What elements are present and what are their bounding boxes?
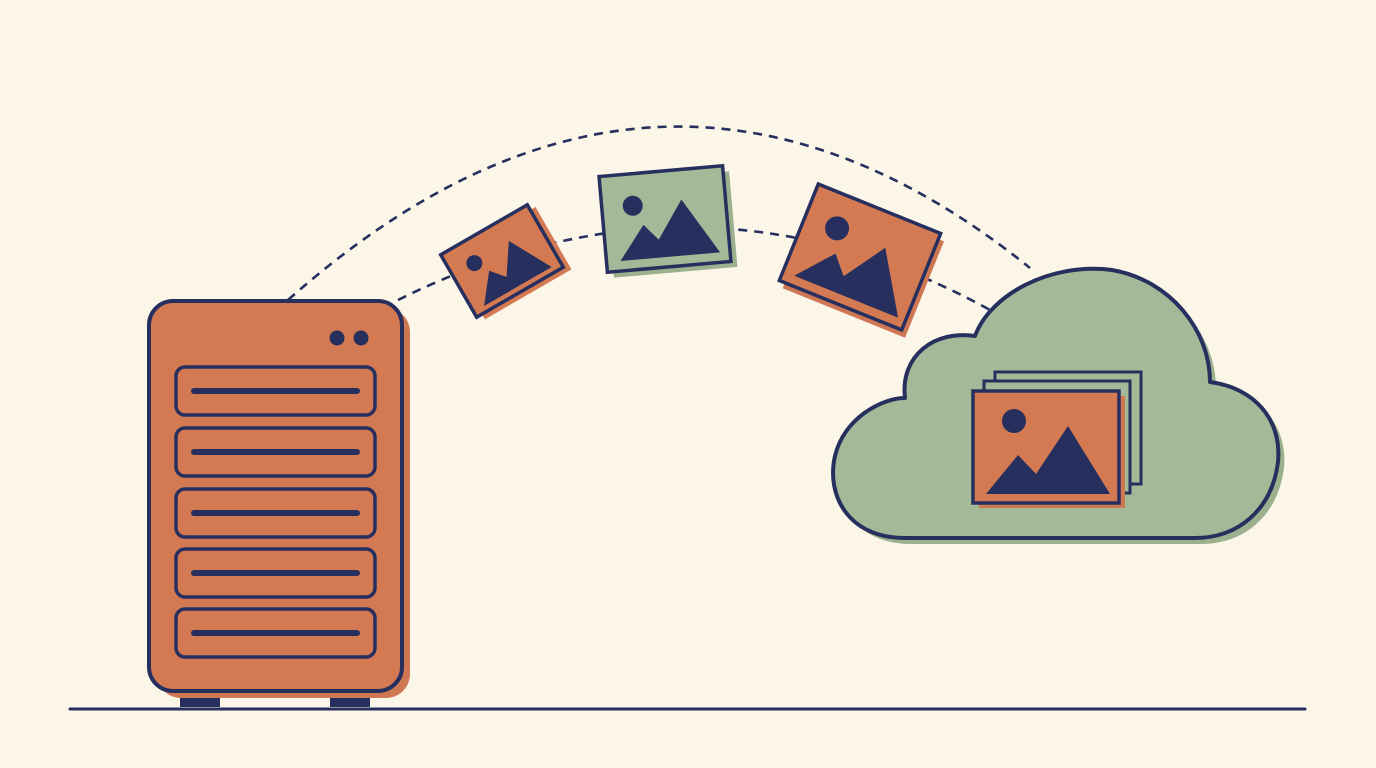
drive-bay xyxy=(174,365,377,417)
sun-icon xyxy=(1002,409,1026,433)
image-icon xyxy=(971,389,1121,505)
sun-icon xyxy=(825,216,850,241)
drive-bay xyxy=(174,487,377,539)
drive-bay xyxy=(174,607,377,659)
cloud-icon xyxy=(831,266,1285,544)
drive-bay xyxy=(174,426,377,478)
image-stack xyxy=(971,370,1143,508)
status-light xyxy=(329,330,345,346)
image-icon xyxy=(438,202,572,320)
drive-bay xyxy=(174,547,377,599)
transfer-path-outer xyxy=(287,125,1031,301)
mountain-icon xyxy=(794,247,899,318)
sun-icon xyxy=(622,195,643,216)
mountain-icon xyxy=(620,199,721,262)
image-icon xyxy=(777,181,944,338)
server-icon xyxy=(147,299,410,707)
image-icon xyxy=(597,163,738,278)
mountain-icon xyxy=(986,426,1110,494)
sun-icon xyxy=(466,255,483,272)
mountain-icon xyxy=(484,240,552,306)
status-light xyxy=(353,330,369,346)
